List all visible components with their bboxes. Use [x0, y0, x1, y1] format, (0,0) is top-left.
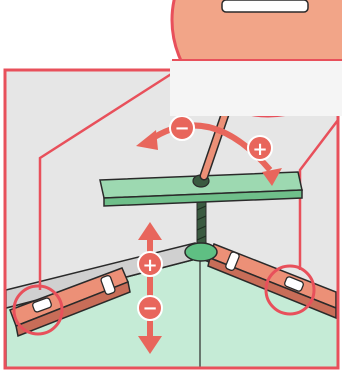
support-bar: [99, 171, 303, 207]
plus-rotation-marker: +: [247, 135, 273, 161]
right-level-highlight: [264, 264, 316, 316]
right-spirit-level: [207, 242, 337, 320]
leveling-foot: [184, 242, 218, 262]
minus-rotation-marker: −: [169, 115, 195, 141]
plus-height-marker: +: [137, 251, 163, 277]
magnifier-callout: [170, 0, 342, 118]
plus-height-label: +: [142, 255, 157, 276]
left-level-highlight: [12, 284, 64, 336]
minus-rotation-label: −: [174, 118, 189, 139]
left-spirit-level: [9, 267, 131, 338]
plus-rotation-label: +: [252, 139, 267, 160]
callout-lines: [38, 60, 339, 290]
minus-height-marker: −: [137, 295, 163, 321]
minus-height-label: −: [142, 298, 157, 319]
